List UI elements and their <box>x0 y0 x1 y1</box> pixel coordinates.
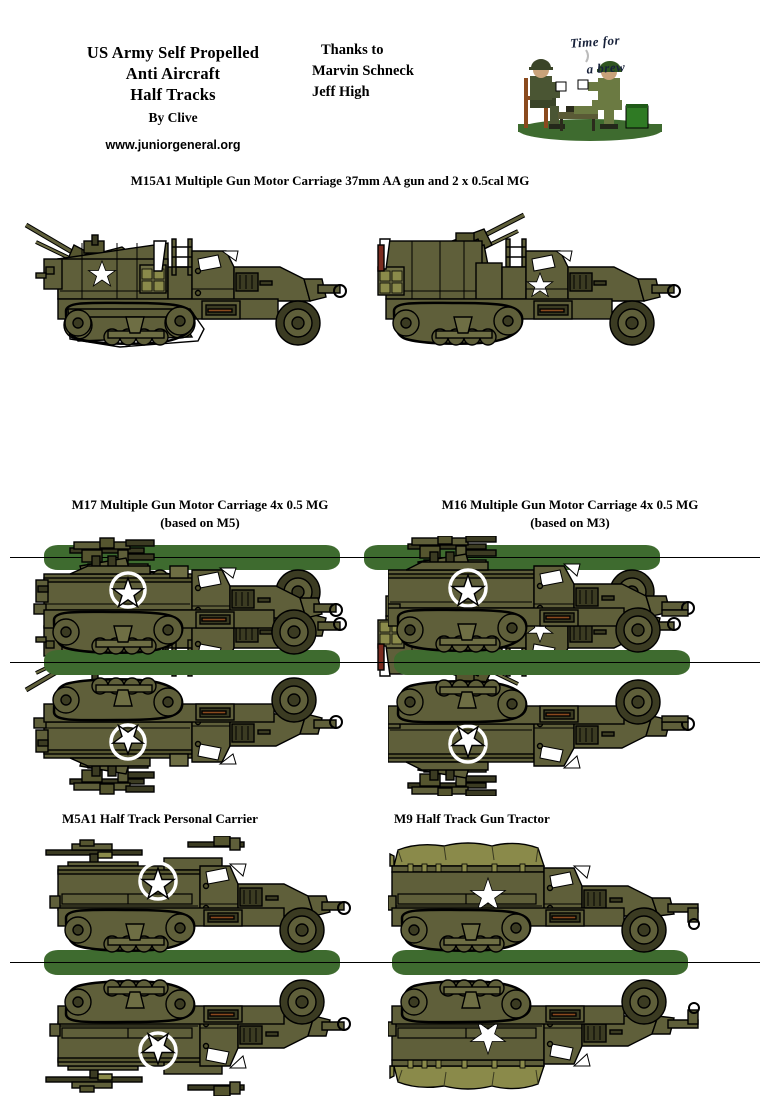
time-for-a-brew-logo: Time for a brew <box>500 20 680 142</box>
thanks-name-1: Marvin Schneck <box>312 63 414 79</box>
logo-caption: Time for a brew <box>534 24 658 88</box>
group-m17-m16 <box>0 536 774 796</box>
caption-m9: M9 Half Track Gun Tractor <box>394 811 550 826</box>
caption-m16: M16 Multiple Gun Motor Carriage 4x 0.5 M… <box>400 496 740 532</box>
m16-side-profile-mirror <box>388 679 695 796</box>
group-m5a1-m9 <box>0 836 774 1096</box>
vehicle-m5a1[interactable] <box>38 836 368 964</box>
vehicle-m17[interactable] <box>30 536 360 664</box>
caption-m17-line-2: (based on M5) <box>160 515 240 530</box>
fold-line-row-1 <box>10 557 760 558</box>
white-star-in-circle-marking <box>138 1031 178 1071</box>
white-star-marking <box>525 271 555 298</box>
m5a1-side-profile-mirror <box>45 979 351 1096</box>
white-star-in-circle-marking <box>109 723 147 761</box>
vehicle-m15a1-right[interactable] <box>368 205 698 355</box>
vehicle-m16[interactable] <box>388 536 718 664</box>
white-star-marking <box>87 259 117 288</box>
m9-side-profile-mirror <box>388 979 700 1090</box>
white-star-in-circle-marking <box>448 724 488 764</box>
vehicle-m16-mirror[interactable] <box>388 668 718 796</box>
vehicle-m9-mirror[interactable] <box>388 968 718 1096</box>
white-star-marking <box>469 1020 507 1056</box>
title-line-3: Half Tracks <box>130 85 216 104</box>
canvas-tilt-cover <box>389 1065 545 1090</box>
vehicle-m9[interactable] <box>388 836 718 964</box>
vehicle-m17-mirror[interactable] <box>30 668 360 796</box>
m9-side-profile <box>388 842 700 953</box>
vehicle-m15a1-left[interactable] <box>22 205 352 355</box>
credits-block: Thanks to Marvin Schneck Jeff High <box>312 40 414 103</box>
m5a1-side-profile <box>45 836 351 953</box>
white-star-in-circle-marking <box>109 571 147 609</box>
m17-side-profile <box>33 537 343 655</box>
thanks-name-2: Jeff High <box>312 84 370 100</box>
white-star-marking <box>469 876 507 912</box>
caption-m16-line-2: (based on M3) <box>530 515 610 530</box>
white-star-in-circle-marking <box>448 568 488 608</box>
browning-mg-rear <box>45 839 143 867</box>
caption-m15a1: M15A1 Multiple Gun Motor Carriage 37mm A… <box>130 173 530 188</box>
logo-caption-line-1: Time for <box>569 32 621 51</box>
thanks-heading: Thanks to <box>321 42 384 58</box>
m15a1-side-profile-variant <box>377 212 681 346</box>
caption-m5a1: M5A1 Half Track Personal Carrier <box>62 811 258 826</box>
caption-m17-line-1: M17 Multiple Gun Motor Carriage 4x 0.5 M… <box>71 497 329 512</box>
browning-mg-front <box>187 836 245 851</box>
fold-line-row-2 <box>10 662 760 663</box>
logo-caption-line-2: a brew <box>585 59 626 77</box>
page-title: US Army Self Propelled Anti Aircraft Hal… <box>48 42 298 128</box>
website-url[interactable]: www.juniorgeneral.org <box>105 138 241 152</box>
m16-side-profile <box>388 536 695 653</box>
two-soldiers-drinking-tea-illustration <box>518 49 662 141</box>
byline: By Clive <box>148 110 198 125</box>
caption-m17: M17 Multiple Gun Motor Carriage 4x 0.5 M… <box>35 496 365 532</box>
canvas-tilt-cover <box>389 842 545 867</box>
caption-m16-line-1: M16 Multiple Gun Motor Carriage 4x 0.5 M… <box>441 497 699 512</box>
m15a1-side-profile <box>24 222 347 348</box>
white-star-in-circle-marking <box>138 861 178 901</box>
vehicle-m5a1-mirror[interactable] <box>38 968 368 1096</box>
group-m15a1 <box>0 205 774 703</box>
m17-side-profile-mirror <box>33 677 343 795</box>
title-line-2: Anti Aircraft <box>125 64 221 83</box>
fold-line-row-3 <box>10 962 760 963</box>
title-line-1: US Army Self Propelled <box>86 43 260 62</box>
